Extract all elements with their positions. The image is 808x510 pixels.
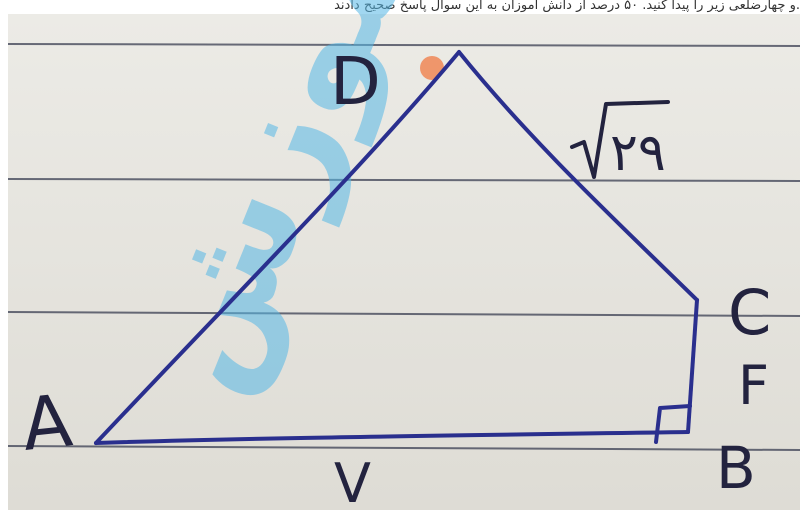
vertex-label-c: C: [728, 276, 771, 349]
paper: [8, 14, 800, 510]
side-cd: [457, 50, 699, 302]
vertex-label-a: A: [18, 378, 76, 467]
right-angle-mark: [654, 404, 692, 444]
side-label-ab: V: [334, 452, 371, 510]
vertex-label-b: B: [716, 434, 756, 502]
sqrt-icon: [570, 100, 670, 179]
quadrilateral-abcd: [94, 50, 699, 445]
vertex-label-d: D: [330, 43, 381, 120]
side-ab: [94, 430, 690, 445]
side-label-bc: F: [738, 354, 769, 417]
side-labels: V F ۲۹: [334, 100, 769, 510]
vertex-labels: A B C D: [18, 43, 771, 502]
side-bc: [686, 298, 699, 434]
rule-lines: [7, 43, 801, 451]
header-caption: و چهارضلعی زیر را پیدا کنید. ۵۰ درصد از …: [334, 0, 800, 13]
side-label-cd-radicand: ۲۹: [610, 123, 666, 183]
side-da: [94, 50, 461, 445]
